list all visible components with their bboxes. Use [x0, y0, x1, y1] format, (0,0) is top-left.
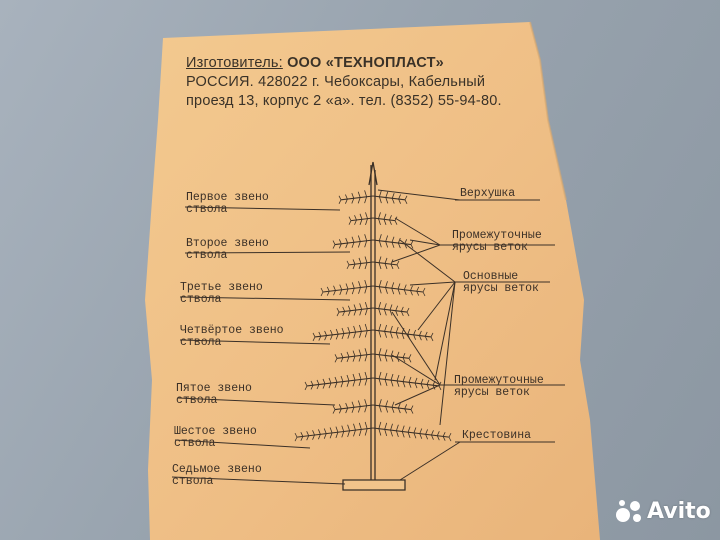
address-line: РОССИЯ. 428022 г. Чебоксары, Кабельный	[186, 74, 486, 90]
avito-logo-icon	[616, 500, 641, 522]
leader-lines	[171, 189, 565, 485]
avito-watermark: Avito	[614, 498, 711, 524]
tree-diagram	[294, 161, 452, 491]
label-cross-stand: Крестовина	[462, 429, 532, 442]
label-top: Верхушка	[460, 187, 516, 200]
manufacturer-company: ООО «ТЕХНОПЛАСТ»	[287, 55, 444, 71]
paper-sheet	[145, 22, 600, 540]
address-phone-line: проезд 13, корпус 2 «а». тел. (8352) 55-…	[186, 93, 502, 109]
manufacturer-prefix: Изготовитель:	[186, 55, 283, 71]
manufacturer-line: Изготовитель: ООО «ТЕХНОПЛАСТ»	[186, 55, 444, 71]
avito-text: Avito	[647, 498, 711, 524]
